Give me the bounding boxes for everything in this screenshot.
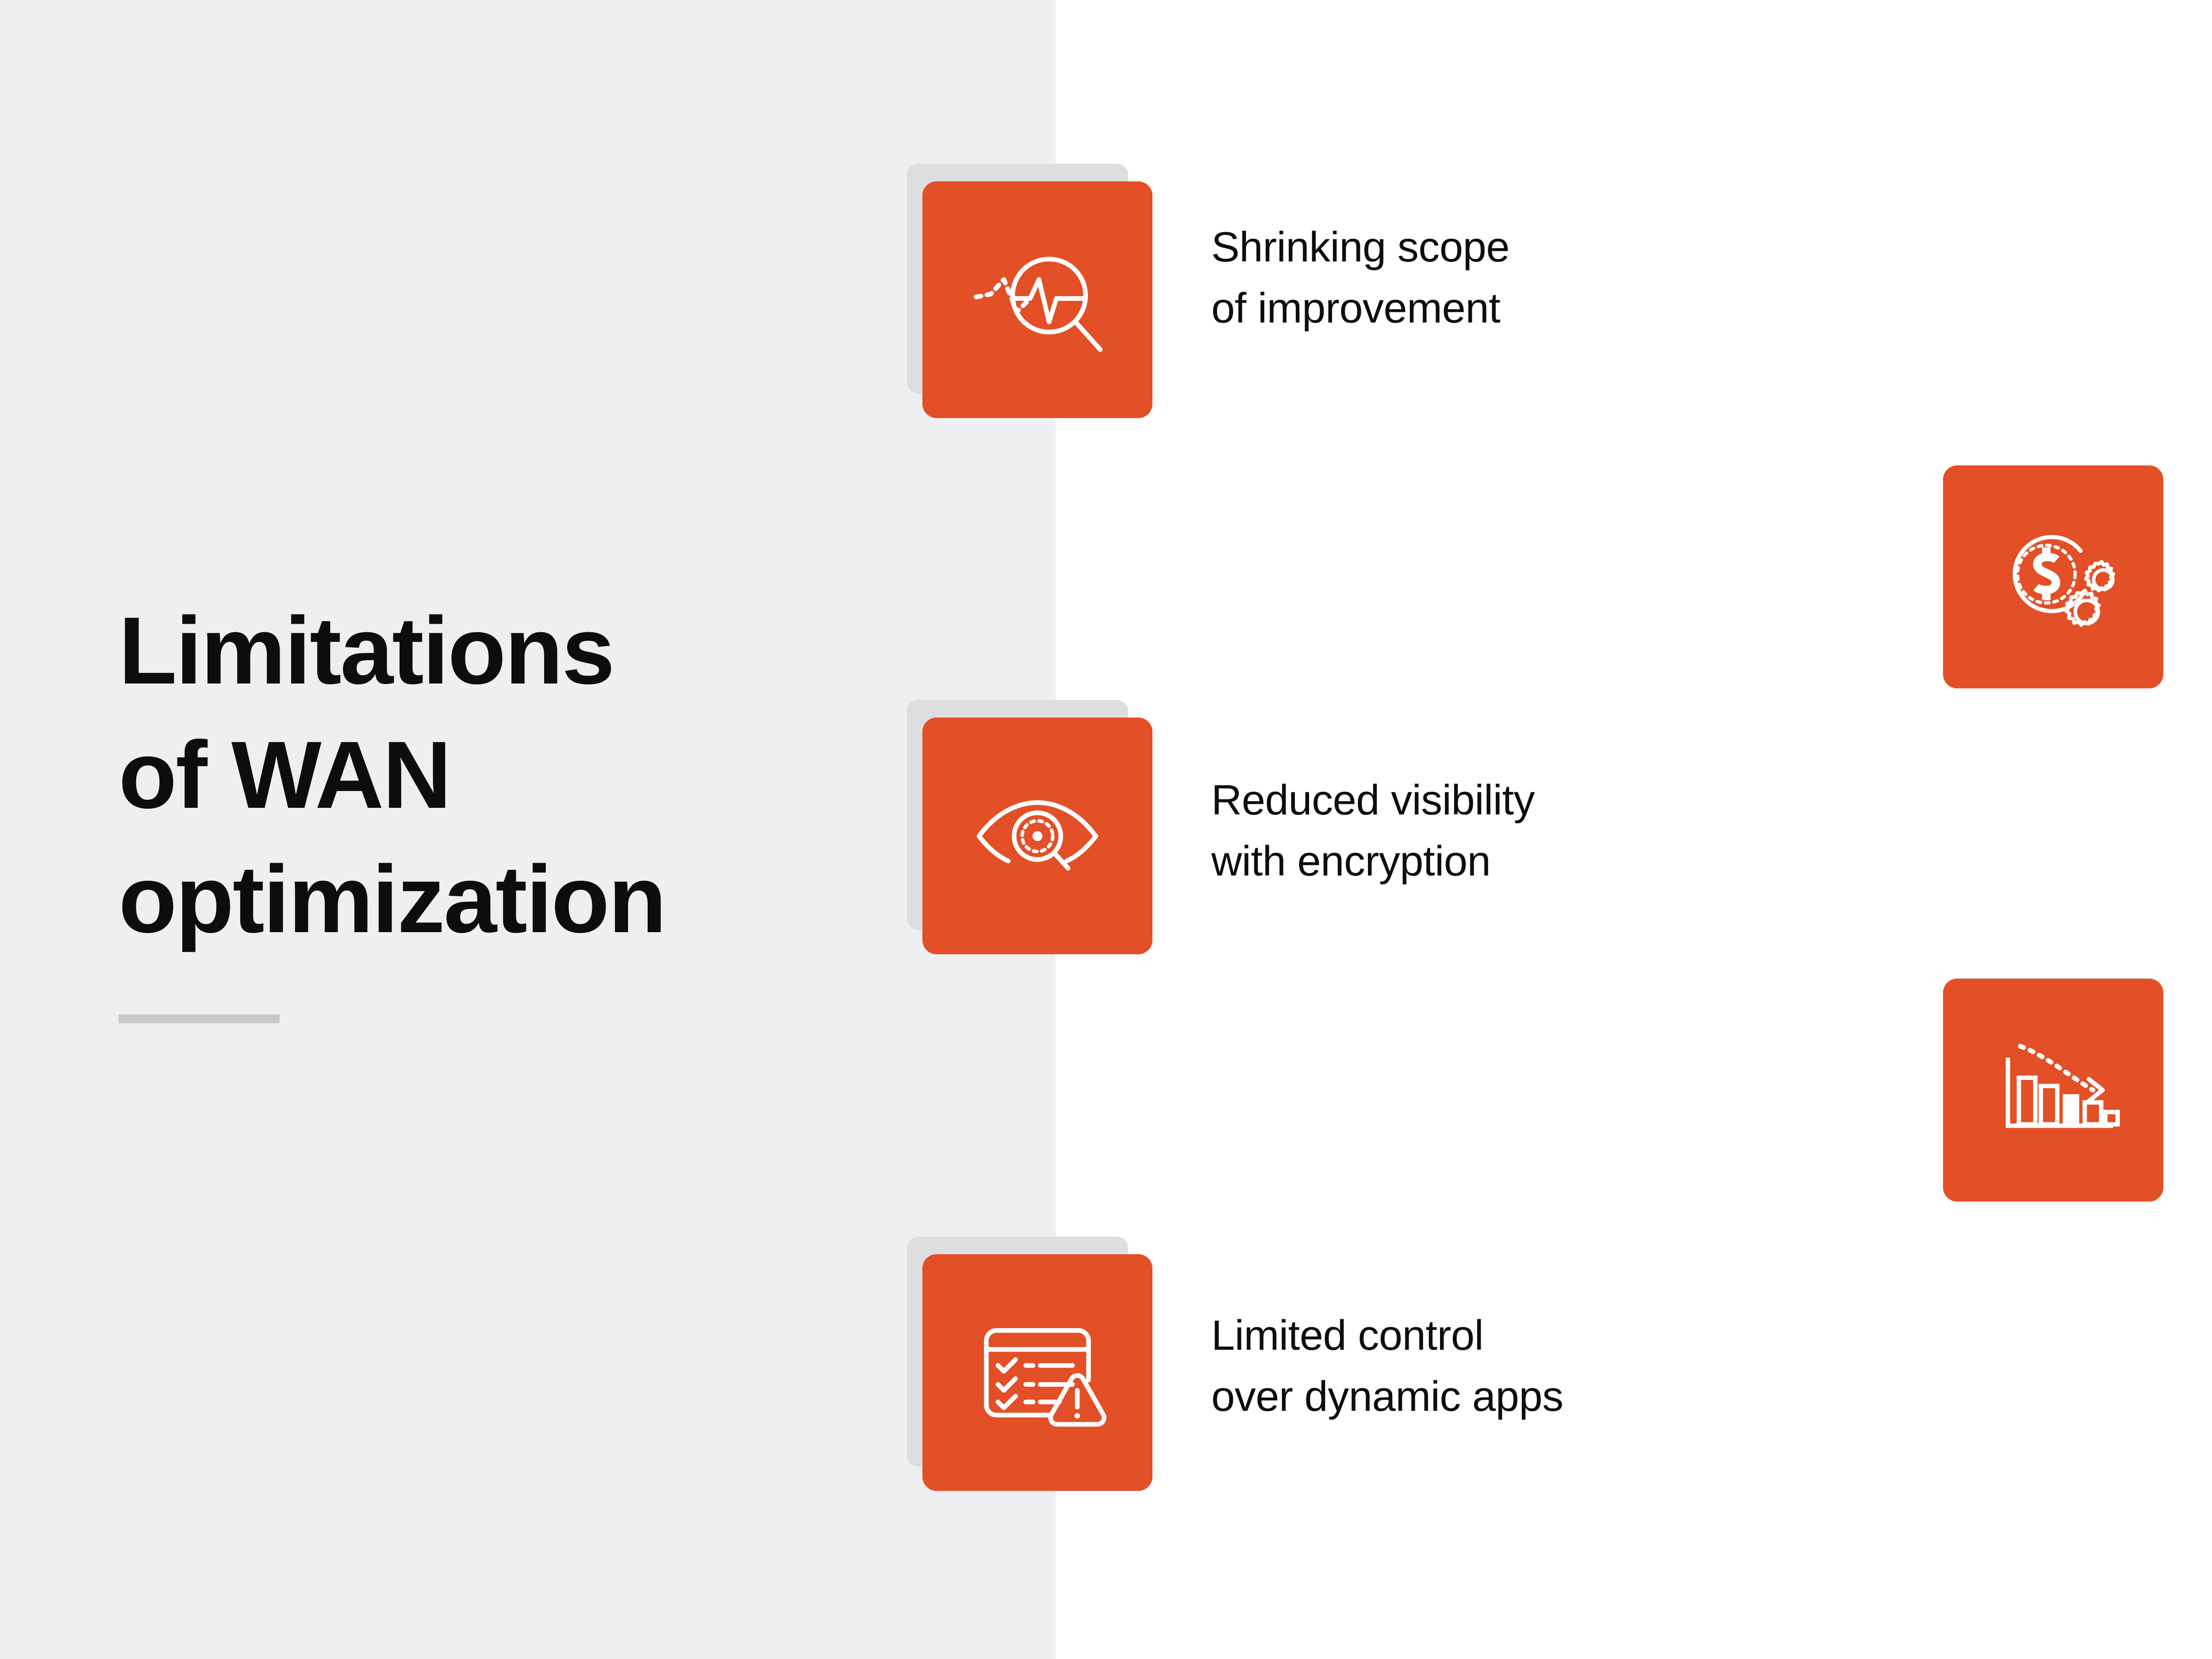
item-label-shrinking-scope: Shrinking scope of improvement	[1211, 223, 1510, 332]
page-title: Limitations of WAN optimization	[119, 597, 667, 952]
tile-wrap-diminishing-returns	[1943, 979, 2163, 1202]
icon-tile-reduced-visibility[interactable]	[922, 718, 1152, 954]
tile-wrap-reduced-visibility	[907, 700, 1155, 954]
eye-magnifier-icon	[964, 763, 1110, 909]
item-label-limited-control: Limited control over dynamic apps	[1211, 1312, 1563, 1421]
icon-tile-diminishing-returns[interactable]	[1943, 979, 2163, 1202]
tile-wrap-shrinking-scope	[907, 164, 1155, 418]
icon-tile-processing-overhead[interactable]	[1943, 465, 2163, 688]
item-label-reduced-visibility: Reduced visibility with encryption	[1211, 776, 1535, 885]
headline-divider-rule	[119, 1014, 280, 1023]
magnifier-pulse-icon	[964, 227, 1110, 373]
headline-block: Limitations of WAN optimization	[119, 588, 826, 961]
icon-tile-limited-control[interactable]	[922, 1254, 1152, 1491]
tile-wrap-limited-control	[907, 1237, 1155, 1491]
icon-tile-shrinking-scope[interactable]	[922, 181, 1152, 418]
checklist-warning-icon	[964, 1300, 1110, 1446]
declining-bar-chart-icon	[1985, 1022, 2122, 1159]
tile-wrap-processing-overhead	[1943, 465, 2163, 688]
left-background-panel	[0, 0, 1056, 1659]
dollar-gears-icon	[1985, 508, 2122, 645]
